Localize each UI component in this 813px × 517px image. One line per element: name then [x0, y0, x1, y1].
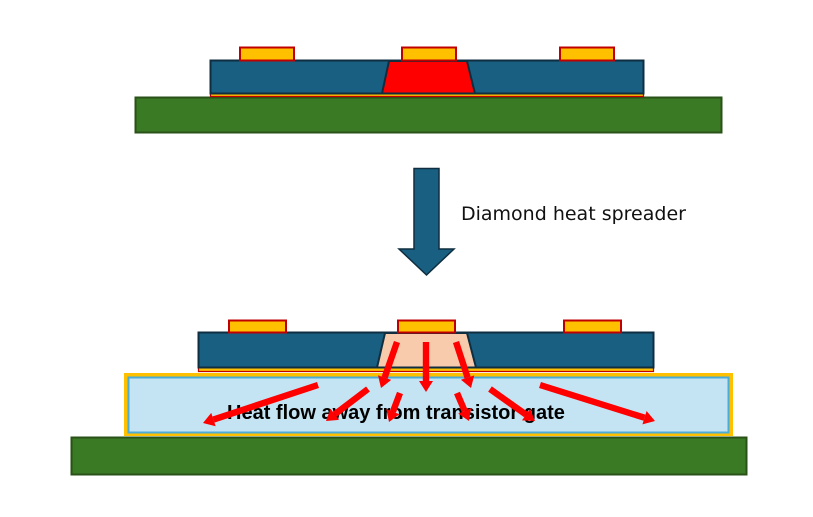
heat-arrow-shaft: [212, 381, 320, 423]
drain-contact-bottom: [563, 319, 622, 334]
arrowhead-icon: [458, 408, 472, 421]
heat-arrow: [539, 381, 655, 425]
heat-arrow: [419, 342, 433, 392]
arrowhead-icon: [642, 411, 655, 425]
heat-arrow: [452, 341, 475, 388]
heat-arrow: [488, 386, 535, 421]
substrate-bottom: [70, 436, 748, 476]
heat-arrow: [378, 340, 401, 388]
arrowhead-icon: [419, 381, 433, 392]
gate-region-hot: [380, 60, 477, 95]
process-arrow: Diamond heat spreader: [397, 167, 686, 277]
heat-arrow: [326, 386, 370, 421]
transistor-before: [134, 46, 723, 134]
gate-contact-bottom: [397, 319, 456, 334]
heat-flow-arrows: [203, 340, 655, 427]
heat-arrow-shaft: [389, 391, 403, 413]
down-arrow-icon: [397, 167, 456, 277]
process-step-label: Diamond heat spreader: [461, 203, 686, 225]
transistor-after: Heat flow away from transistor gate: [70, 319, 748, 476]
arrowhead-icon: [326, 408, 339, 421]
heat-arrow: [454, 391, 472, 421]
heat-arrow: [386, 391, 403, 422]
arrowhead-icon: [460, 375, 475, 388]
heat-arrow-shaft: [452, 341, 471, 379]
heat-arrow: [203, 381, 320, 427]
substrate-top: [134, 96, 723, 134]
gate-contact-top: [401, 46, 457, 62]
source-contact-bottom: [228, 319, 287, 334]
heat-arrow-shaft: [454, 391, 468, 413]
arrowhead-icon: [386, 409, 400, 422]
arrowhead-icon: [521, 408, 535, 421]
heat-arrow-shaft: [332, 386, 370, 417]
arrowhead-icon: [203, 412, 216, 427]
arrowhead-icon: [378, 375, 392, 388]
drain-contact-top: [559, 46, 615, 62]
source-contact-top: [239, 46, 295, 62]
heat-arrow-shaft: [488, 386, 528, 418]
heat-arrow-shaft: [539, 381, 646, 421]
heat-arrow-shaft: [381, 340, 401, 379]
